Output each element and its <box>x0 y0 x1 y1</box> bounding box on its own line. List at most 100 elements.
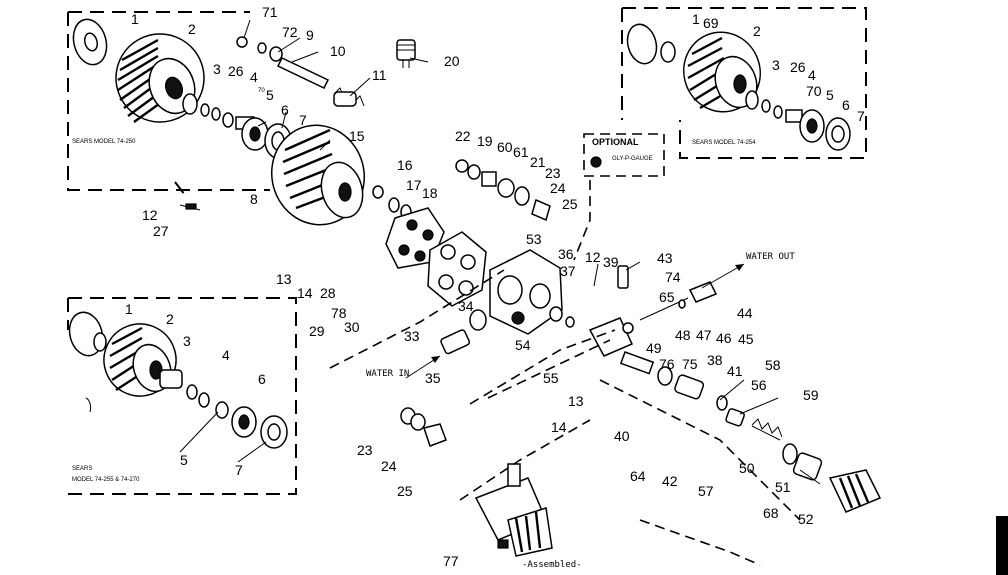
optional-title: OPTIONAL <box>592 137 639 147</box>
labels-top-right: 1 69 2 3 26 4 70 5 6 7 SEARS MODEL 74-25… <box>692 11 865 146</box>
edge-mark <box>996 516 1008 575</box>
label-49: 49 <box>646 340 662 356</box>
label-b7: 7 <box>235 462 243 478</box>
label-15: 15 <box>349 128 365 144</box>
label-24: 24 <box>550 180 566 196</box>
label-51: 51 <box>775 479 791 495</box>
part-20-fitting <box>396 39 416 68</box>
label-68: 68 <box>763 505 779 521</box>
unloader-assembly <box>588 265 718 357</box>
assembled-gun <box>474 463 553 557</box>
label-8: 8 <box>250 191 258 207</box>
label-46: 46 <box>716 330 732 346</box>
part-gasket <box>72 18 108 66</box>
label-12: 12 <box>142 207 158 223</box>
label-14: 14 <box>297 285 313 301</box>
label-59: 59 <box>803 387 819 403</box>
wand-assembly <box>619 351 882 513</box>
inset-label-top-right: SEARS MODEL 74-254 <box>692 140 756 146</box>
label-39: 39 <box>603 254 619 270</box>
label-1: 1 <box>131 11 139 27</box>
labels-bottom-left: 1 2 3 4 6 5 7 SEARS MODEL 74-255 & 74-27… <box>72 301 267 483</box>
label-22: 22 <box>455 128 471 144</box>
label-36: 36 <box>558 246 574 262</box>
dashed-guides <box>329 180 801 566</box>
label-r4: 4 <box>808 67 816 83</box>
label-61: 61 <box>513 144 529 160</box>
label-78: 78 <box>331 305 347 321</box>
label-72: 72 <box>282 24 298 40</box>
label-23: 23 <box>545 165 561 181</box>
spring <box>333 87 365 107</box>
label-r2: 2 <box>753 23 761 39</box>
label-10: 10 <box>330 43 346 59</box>
label-33: 33 <box>404 328 420 344</box>
label-12b: 12 <box>585 249 601 265</box>
label-52: 52 <box>798 511 814 527</box>
label-70: 70 <box>258 88 265 94</box>
label-64: 64 <box>630 468 646 484</box>
label-r70: 70 <box>806 83 822 99</box>
labels-top-left: 1 2 3 26 4 70 5 6 7 71 72 9 10 11 20 15 … <box>72 4 460 339</box>
inset-label-bottom-left-1: SEARS <box>72 466 92 472</box>
flow-arrows <box>405 263 745 379</box>
label-b2: 2 <box>166 311 174 327</box>
inset-label-bottom-left-2: MODEL 74-255 & 74-270 <box>72 477 140 483</box>
label-26: 26 <box>228 63 244 79</box>
part-finned-head <box>115 33 205 123</box>
label-r69: 69 <box>703 15 719 31</box>
label-14b: 14 <box>551 419 567 435</box>
label-75: 75 <box>682 356 698 372</box>
label-b4: 4 <box>222 347 230 363</box>
label-50: 50 <box>739 460 755 476</box>
label-43: 43 <box>657 250 673 266</box>
label-71: 71 <box>262 4 278 20</box>
label-65: 65 <box>659 289 675 305</box>
label-44: 44 <box>737 305 753 321</box>
label-r26: 26 <box>790 59 806 75</box>
label-38: 38 <box>707 352 723 368</box>
label-24b: 24 <box>381 458 397 474</box>
optional-subtitle: GLY-P-GAUGE <box>612 156 653 162</box>
label-b3: 3 <box>183 333 191 349</box>
assembled-label: -Assembled- <box>522 560 582 570</box>
water-inlet-fitting <box>440 309 487 355</box>
label-54: 54 <box>515 337 531 353</box>
nozzle-52 <box>828 469 882 513</box>
label-35: 35 <box>425 370 441 386</box>
label-77: 77 <box>443 553 459 569</box>
label-r6: 6 <box>842 97 850 113</box>
label-25b: 25 <box>397 483 413 499</box>
label-r1: 1 <box>692 11 700 27</box>
label-2: 2 <box>188 21 196 37</box>
inset-top-right <box>621 7 867 159</box>
label-7: 7 <box>299 112 307 128</box>
gasket-33 <box>427 231 487 307</box>
label-16: 16 <box>397 157 413 173</box>
label-21: 21 <box>530 154 546 170</box>
manifold-body <box>489 249 575 335</box>
label-28: 28 <box>320 285 336 301</box>
inset-label-top-left: SEARS MODEL 74-250 <box>72 139 136 145</box>
label-57: 57 <box>698 483 714 499</box>
label-13b: 13 <box>568 393 584 409</box>
label-27: 27 <box>153 223 169 239</box>
label-17: 17 <box>406 177 422 193</box>
label-55: 55 <box>543 370 559 386</box>
label-29: 29 <box>309 323 325 339</box>
inset-bottom-left <box>67 297 297 495</box>
label-74: 74 <box>665 269 681 285</box>
label-53: 53 <box>526 231 542 247</box>
label-11: 11 <box>372 67 387 83</box>
optional-box <box>583 133 665 177</box>
label-19: 19 <box>477 133 493 149</box>
label-60: 60 <box>497 139 513 155</box>
label-5: 5 <box>266 87 274 103</box>
label-56: 56 <box>751 377 767 393</box>
labels-center: 22 19 60 61 21 23 24 25 53 12 39 43 36 3… <box>357 128 819 570</box>
label-r7: 7 <box>857 108 865 124</box>
label-58: 58 <box>765 357 781 373</box>
label-b1: 1 <box>125 301 133 317</box>
label-r3: 3 <box>772 57 780 73</box>
